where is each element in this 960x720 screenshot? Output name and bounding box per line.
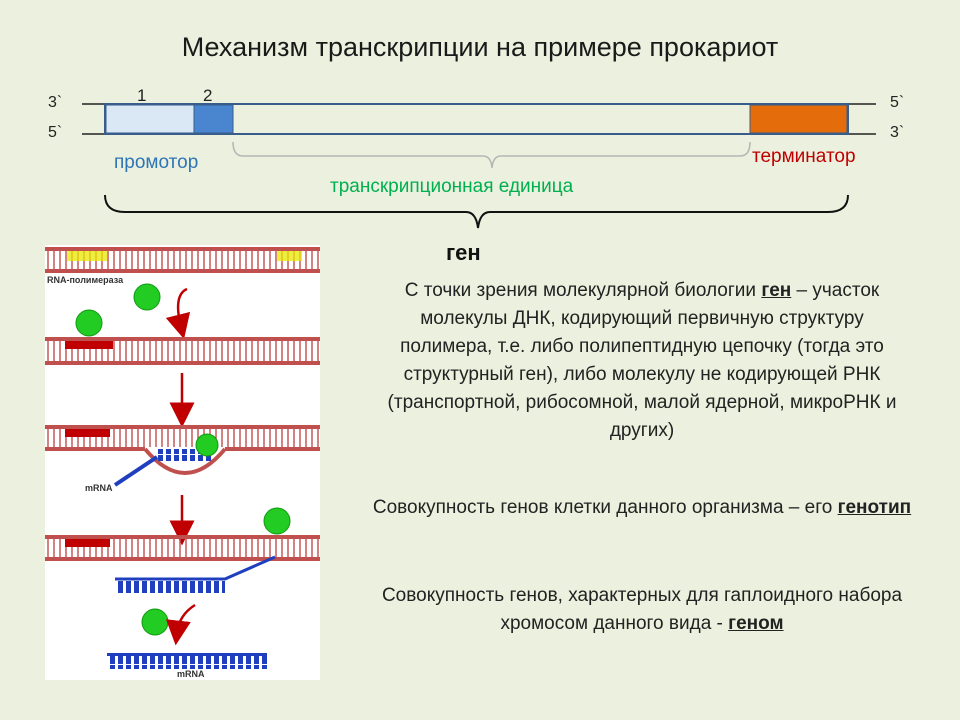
polymerase-2 — [75, 309, 103, 337]
final-mrna — [107, 653, 267, 669]
label-3prime-right: 3` — [890, 124, 905, 141]
terminator-region — [749, 104, 848, 134]
paragraph-genotype: Совокупность генов клетки данного органи… — [372, 494, 912, 522]
stage-4-dna — [45, 535, 320, 593]
promoter-label: промотор — [114, 152, 199, 173]
stage-1-dna — [45, 247, 320, 273]
gene-label: ген — [446, 240, 481, 265]
slide-title: Механизм транскрипции на примере прокари… — [181, 32, 779, 62]
gene-brace — [104, 194, 849, 229]
paragraph3-text: Совокупность генов, характерных для гапл… — [381, 585, 903, 634]
paragraph1-text-end: – участок молекулы ДНК, кодирующий перви… — [387, 280, 897, 441]
paragraph-gene-definition: С точки зрения молекулярной биологии ген… — [372, 277, 912, 445]
stage-3-dna — [45, 425, 320, 487]
polymerase-4 — [263, 507, 291, 535]
term-genotype: генотип — [837, 497, 912, 518]
gene-scheme — [82, 103, 876, 229]
polymerase-5 — [141, 608, 169, 636]
label-5prime-right: 5` — [890, 94, 905, 111]
paragraph1-text-start: С точки зрения молекулярной биологии — [404, 280, 762, 301]
transcription-unit-brace — [232, 141, 751, 169]
terminator-label: терминатор — [752, 146, 856, 167]
transcription-svg: RNA-полимераза — [45, 247, 320, 679]
polymerase-3 — [195, 433, 219, 457]
mrna-label-2: mRNA — [177, 669, 205, 679]
paragraph2-text: Совокупность генов клетки данного органи… — [372, 497, 838, 518]
label-5prime-left: 5` — [48, 124, 63, 141]
transcription-unit-label: транскрипционная единица — [330, 176, 574, 197]
marker-2: 2 — [203, 86, 213, 105]
promoter-region-1 — [105, 104, 195, 134]
mrna-label-1: mRNA — [85, 483, 113, 493]
arrow-1 — [165, 287, 191, 340]
rna-polymerase-label: RNA-полимераза — [47, 275, 124, 285]
stage-2-dna — [45, 337, 320, 365]
term-genome: геном — [728, 613, 784, 634]
label-3prime-left: 3` — [48, 94, 63, 111]
promoter-region-2 — [193, 104, 234, 134]
arrow-4 — [165, 603, 196, 646]
marker-1: 1 — [137, 86, 147, 105]
polymerase-1 — [133, 283, 161, 311]
transcription-illustration: RNA-полимераза — [45, 245, 320, 680]
paragraph-genome: Совокупность генов, характерных для гапл… — [372, 582, 912, 638]
term-gene: ген — [761, 280, 792, 301]
